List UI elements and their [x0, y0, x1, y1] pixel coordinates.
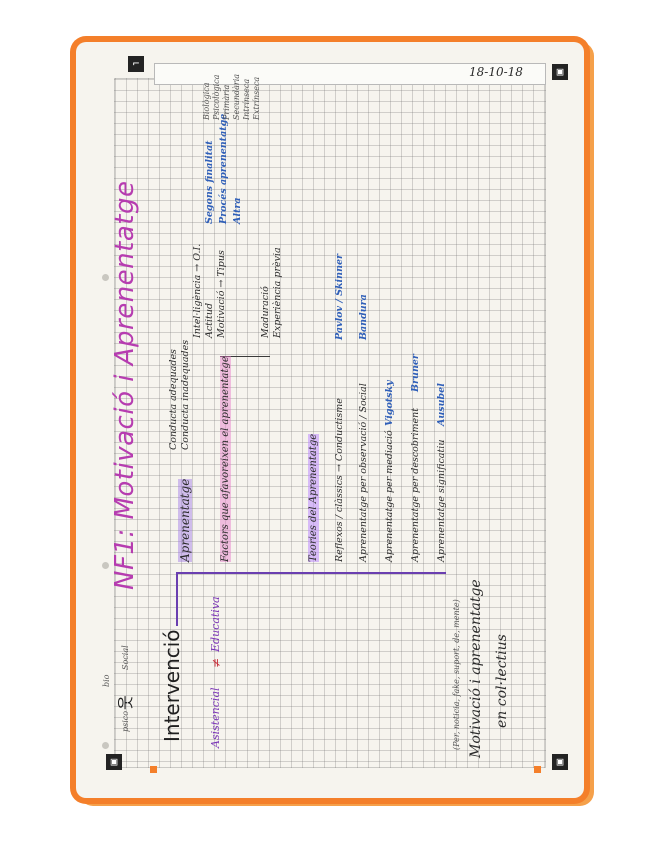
teoria-item-label: Aprenentatge per mediació — [384, 430, 395, 562]
not-equal-symbol: ≠ — [209, 658, 223, 668]
date-label: 18-10-18 — [469, 65, 523, 79]
punch-hole — [102, 562, 109, 569]
factor-maduracio: Maduració — [260, 286, 271, 338]
teoria-item-author: Bruner — [410, 354, 421, 392]
connector-line — [176, 572, 178, 596]
teoria-item-label: Aprenentatge significatiu — [436, 440, 447, 562]
aprenentatge-node: Aprenentatge — [178, 479, 192, 562]
conducta-inadequades: Conducta inadequades — [180, 340, 191, 450]
tipus-psicologica: Psicològica — [212, 75, 221, 120]
figure-label-left: psico — [121, 711, 130, 732]
tipus-primaria: Primària — [222, 85, 231, 120]
tipus-altra: Altra — [232, 197, 243, 224]
factor-motivacio: Motivació → Tipus — [216, 250, 227, 338]
punch-hole — [102, 274, 109, 281]
orange-square-icon — [534, 766, 541, 773]
orange-square-icon — [150, 766, 157, 773]
paper: 18-10-18 ⌐ ▣ ▣ ▣ NF1: Motivació i Aprene… — [76, 42, 584, 798]
assistencial-label: Asistencial — [209, 687, 222, 748]
brand-logo-icon: ▣ — [552, 754, 568, 770]
teoria-item-label: Aprenentatge per descobriment — [410, 408, 421, 562]
factor-experiencia: Experiència prèvia — [272, 247, 283, 338]
teoria-item-author: Pavlov / Skinner — [334, 254, 345, 340]
notebook-sheet: 18-10-18 ⌐ ▣ ▣ ▣ NF1: Motivació i Aprene… — [70, 36, 590, 804]
brand-logo-icon: ▣ — [106, 754, 122, 770]
punch-hole — [102, 742, 109, 749]
tipus-intrinseca: Intrínseca — [242, 79, 251, 120]
teoria-item-author: Bandura — [358, 294, 369, 340]
brand-logo-icon: ⌐ — [128, 56, 144, 72]
motivacio-subtitle: Motivació i aprenentatge — [468, 579, 484, 758]
connector-line — [176, 572, 446, 574]
teoria-item-label: Reflexos / clàssics → Conductisme — [334, 398, 345, 562]
factor-actitud: Actitud — [204, 303, 215, 338]
intervencio-heading: Intervenció — [160, 629, 184, 742]
page-title: NF1: Motivació i Aprenentatge — [110, 181, 140, 590]
tipus-segons-finalitat: Segons finalitat — [204, 140, 215, 224]
side-note: (Per, noticia, fake, suport, de, mente) — [452, 599, 461, 750]
teoria-item-label: Aprenentatge per observació / Social — [358, 383, 369, 562]
teoria-item-author: Vigotsky — [384, 380, 395, 426]
person-icon: 웃 — [112, 695, 136, 710]
teoria-item-author: Ausubel — [436, 383, 447, 426]
tipus-extrinseca: Extrínseca — [252, 77, 261, 120]
figure-label-right: Social — [121, 645, 130, 670]
colectius-subtitle: en col·lectius — [494, 634, 510, 728]
tipus-secundaria: Secundària — [232, 74, 241, 120]
tipus-biologica: Biològica — [202, 82, 211, 120]
factors-node: Factors que afavoreixen el aprenentatge — [220, 356, 231, 562]
tipus-proces: Procés aprenentatge — [218, 114, 229, 224]
educativa-label: Educativa — [209, 596, 222, 652]
teories-node: Teories del Aprenentatge — [308, 434, 319, 562]
factor-intel: Intel·ligència → O.I. — [192, 244, 203, 338]
brand-logo-icon: ▣ — [552, 64, 568, 80]
conducta-adequades: Conducta adequades — [168, 349, 179, 450]
figure-label-top: bio — [102, 675, 111, 688]
